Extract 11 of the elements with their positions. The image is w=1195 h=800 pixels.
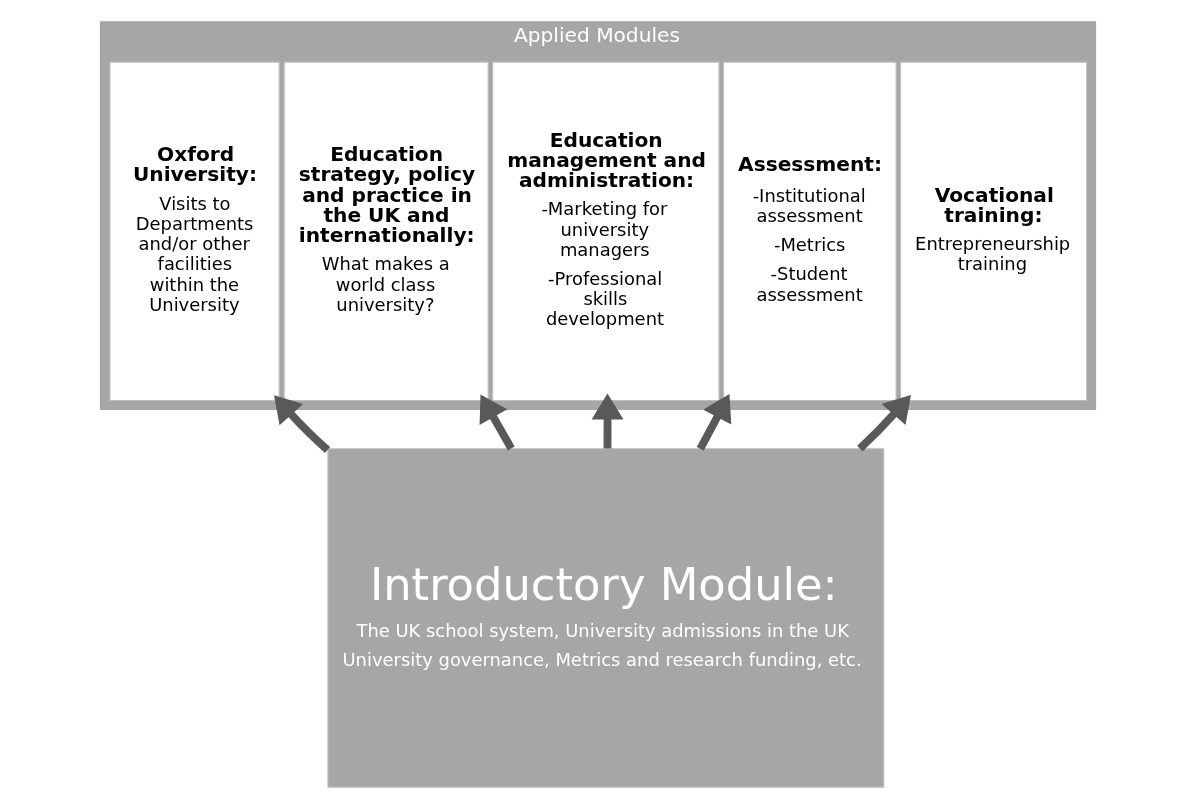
arrow [273,395,330,453]
arrow [696,394,731,451]
arrow [591,393,623,449]
node-box: Oxford University: Visits to Departments and/or other facilities within the University [108,61,280,402]
node-box: Introductory Module: The UK school system, University admissions in the UK University governance, Metrics and research funding, etc. [326,448,884,788]
node-box: Education management and administration: -Marketing for university managers -Professional skills development [491,61,720,402]
arrow [856,395,911,452]
node-box: Vocational training: Entrepreneurship training [899,61,1087,402]
node-box: Education strategy, policy and practice in the UK and internationally: What makes a world class university? [283,61,489,402]
node-box: Assessment: -Institutional assessment -Metrics -Student assessment [722,61,897,402]
arrow [479,394,515,451]
